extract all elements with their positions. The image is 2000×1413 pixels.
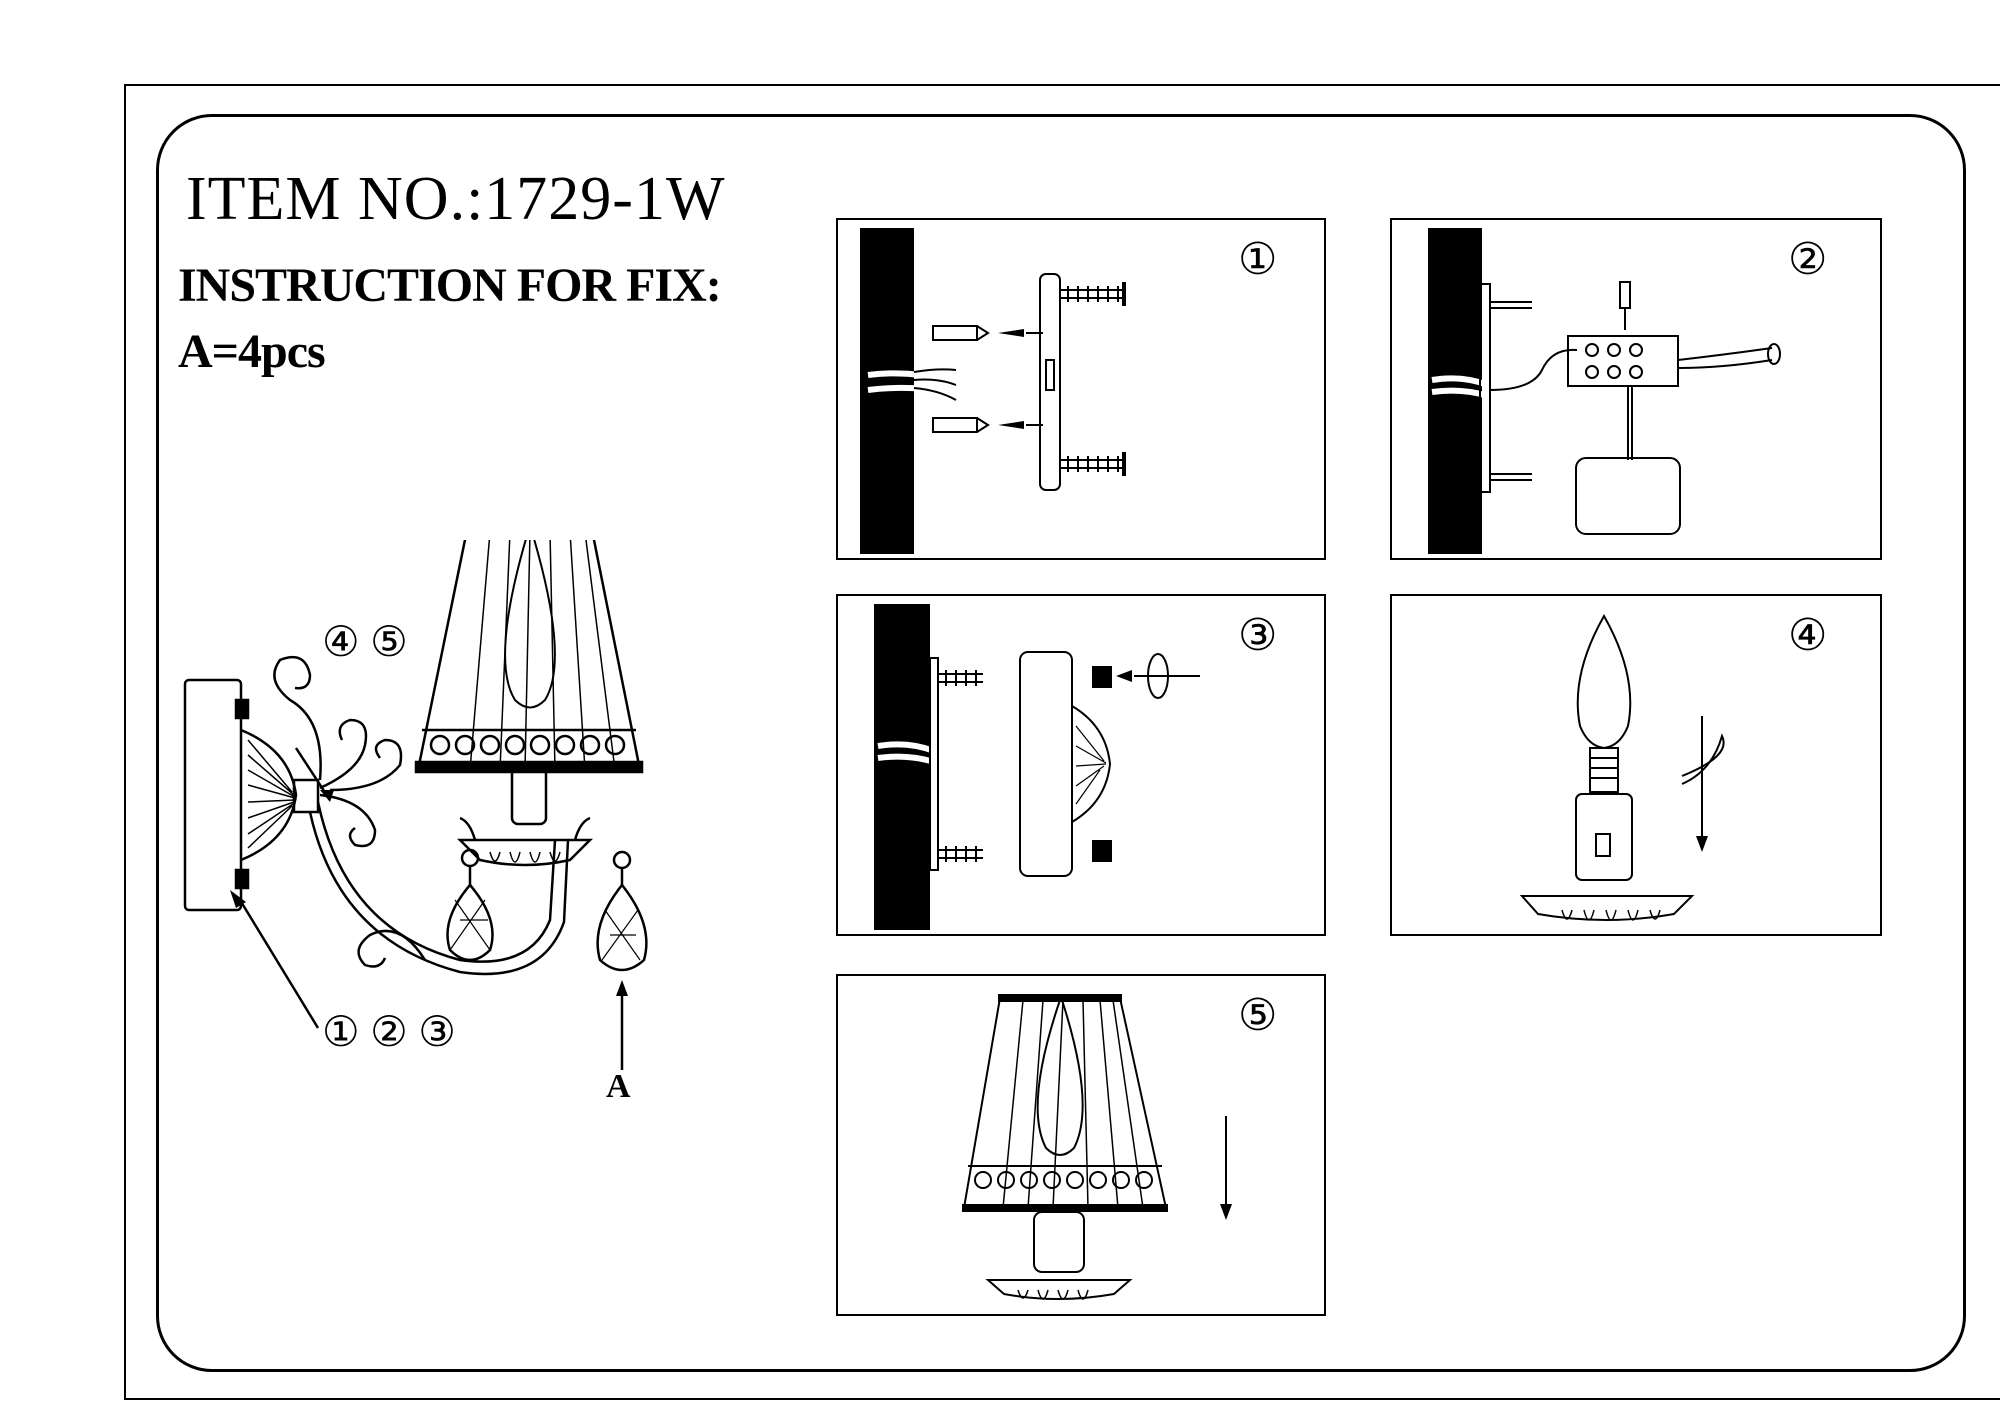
wall-plate [183, 678, 243, 912]
item-number: ITEM NO.:1729-1W [186, 165, 726, 233]
crystal-right [596, 882, 648, 972]
quantity-note: A=4pcs [178, 325, 326, 378]
rosette [240, 728, 298, 862]
bobeche [456, 838, 594, 867]
bobeche [1519, 895, 1695, 921]
anchor-top [932, 325, 978, 341]
callout-crystal-a: A [606, 1068, 631, 1105]
scroll-bottom [357, 929, 427, 968]
terminal-block [1567, 335, 1679, 387]
wall [874, 604, 930, 930]
lamp-wires [1677, 347, 1773, 369]
step-panel-1: ① [836, 218, 1326, 560]
crystal-connector-left [460, 848, 480, 868]
anchor-bottom [932, 417, 978, 433]
step-number-5: ⑤ [1238, 991, 1278, 1040]
candle-bulb [1576, 613, 1632, 750]
cap-nut-top [1092, 666, 1112, 688]
supply-wire [1489, 348, 1578, 391]
callout-steps-4-5: ④ ⑤ [322, 620, 408, 666]
lamp-arm [316, 801, 557, 963]
step-number-4: ④ [1788, 611, 1828, 660]
plate-screw-top [234, 698, 250, 720]
rotate-icon [1147, 653, 1169, 699]
outer-frame [124, 84, 2000, 1400]
scroll-low [319, 793, 377, 848]
plate-screw-bottom [234, 868, 250, 890]
screw-bottom [998, 421, 1024, 429]
junction-box [1575, 457, 1681, 535]
cap-nut-bottom [1092, 840, 1112, 862]
scroll-top [273, 655, 322, 781]
candle-sleeve [510, 766, 548, 826]
lamp-shade [962, 997, 1168, 1209]
arm-collar [292, 778, 320, 814]
crystal-left [446, 883, 494, 962]
bobeche [985, 1279, 1133, 1300]
mounting-bracket [1039, 273, 1061, 491]
bracket [929, 657, 939, 871]
crystal-connector-right [612, 850, 632, 870]
bracket-studs [1060, 289, 1126, 469]
leader-bottom [238, 899, 320, 1029]
instruction-heading: INSTRUCTION FOR FIX: [178, 259, 722, 312]
candle-sleeve [1033, 1211, 1085, 1273]
bracket [1479, 283, 1491, 493]
bulb-base [1589, 747, 1619, 793]
step-number-2: ② [1788, 235, 1828, 284]
canopy-dome [1071, 705, 1112, 823]
step-5-diagram [962, 994, 1232, 1300]
step-2-diagram [1428, 228, 1781, 554]
screwdriver [1619, 281, 1631, 309]
step-number-3: ③ [1238, 611, 1278, 660]
step-panel-3: ③ [836, 594, 1326, 936]
screw-top [998, 329, 1024, 337]
bulb-socket [1575, 793, 1633, 881]
canopy [1019, 651, 1073, 877]
step-number-1: ① [1238, 235, 1278, 284]
step-panel-4: ④ [1390, 594, 1882, 936]
step-1-diagram [860, 228, 1126, 554]
inner-frame [156, 114, 1966, 1372]
wires [913, 368, 957, 401]
step-3-diagram [874, 604, 1200, 930]
step-panel-2: ② [1390, 218, 1882, 560]
scroll-mid [319, 718, 368, 790]
step-panel-5: ⑤ [836, 974, 1326, 1316]
wall-lamp-illustration [183, 540, 648, 1070]
studs [938, 673, 983, 859]
studs [1490, 301, 1532, 481]
callout-steps-1-2-3: ① ② ③ [322, 1010, 456, 1056]
step-4-diagram [1519, 613, 1725, 921]
